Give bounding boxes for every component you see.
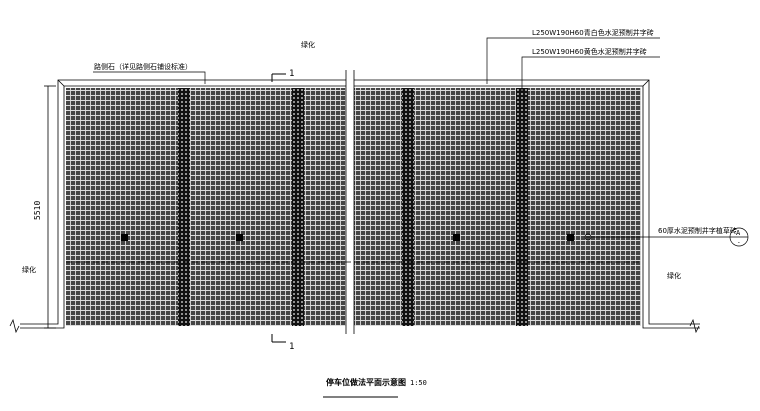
- bay-marks: [121, 234, 574, 241]
- detail-letter: A: [736, 229, 741, 237]
- break-line: [345, 70, 355, 334]
- brick-leaders: [486, 37, 660, 92]
- grass-leader: [584, 227, 749, 247]
- section-marks: [271, 73, 286, 343]
- callout-white-brick: L250W190H60青白色水泥预制井字砖: [532, 28, 654, 37]
- drawing-title: 停车位做法平面示意图: [326, 377, 406, 387]
- dimension-text: 5510: [33, 201, 42, 220]
- break-symbols: [9, 318, 700, 334]
- callout-yellow-brick: L250W190H60黄色水泥预制井字砖: [532, 47, 647, 56]
- greening-top: 绿化: [301, 40, 315, 49]
- curb-label: 路侧石（详见路侧石铺设标准）: [94, 62, 192, 71]
- dimension-line: [44, 85, 56, 329]
- callout-grass-brick: 60厚水泥预制井字植草砖: [658, 226, 737, 235]
- curb-leader: [93, 71, 206, 84]
- section-mark-bottom: 1: [289, 342, 294, 352]
- greening-right: 绿化: [667, 271, 681, 280]
- yellow-brick-strips: [178, 88, 528, 326]
- drawing-scale: 1:50: [410, 379, 427, 387]
- greening-left: 绿化: [22, 265, 36, 274]
- section-mark-top: 1: [289, 69, 294, 79]
- detail-sub: -: [737, 239, 741, 246]
